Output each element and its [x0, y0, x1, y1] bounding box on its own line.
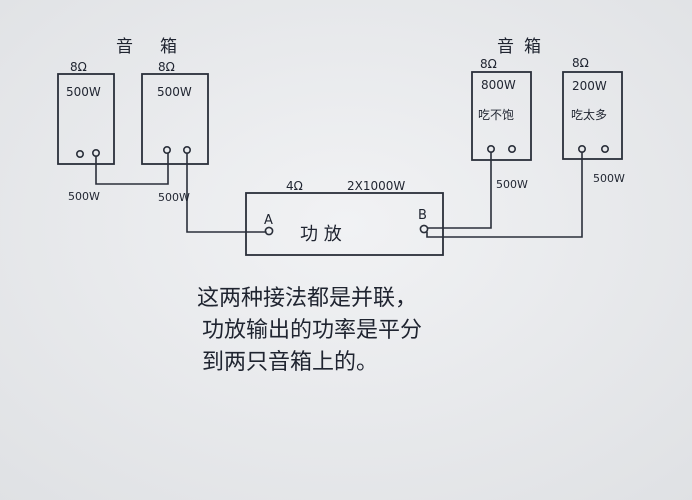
speaker-right-2-impedance: 8Ω	[572, 56, 589, 70]
speaker-right-2-box	[562, 71, 623, 160]
amplifier-rating: 2X1000W	[347, 179, 405, 193]
speaker-right-2-note: 吃太多	[571, 107, 607, 122]
speaker-left-2-power: 500W	[157, 85, 192, 99]
amplifier-impedance: 4Ω	[286, 179, 303, 193]
speaker-right-2: 8Ω 200W 吃太多	[562, 56, 623, 160]
speaker-right-1-box	[471, 71, 532, 161]
left-wire-1	[95, 152, 169, 185]
speaker-right-2-power: 200W	[572, 79, 607, 93]
note-line-1: 这两种接法都是并联，	[197, 286, 417, 311]
right-wire-2	[426, 151, 583, 238]
speaker-left-1-impedance: 8Ω	[70, 60, 87, 74]
amplifier-terminal-b-label: B	[418, 208, 427, 223]
amplifier-terminal-a	[264, 226, 274, 236]
speaker-left-2-terminal-1	[163, 146, 172, 155]
left-group-label-char-2: 箱	[160, 37, 177, 57]
speaker-left-1-box	[57, 73, 115, 165]
amplifier-terminal-b	[419, 224, 429, 234]
speaker-right-1-note: 吃不饱	[478, 107, 514, 122]
speaker-right-1-power: 800W	[481, 78, 516, 92]
right-group-label-char-1: 音	[497, 37, 514, 57]
left-group-label-char-1: 音	[116, 37, 133, 57]
speaker-left-2: 8Ω 500W	[141, 60, 209, 165]
right-group-label-char-2: 箱	[524, 37, 541, 57]
speaker-right-2-terminal-2	[600, 145, 609, 154]
note-line-3: 到两只音箱上的。	[202, 350, 378, 375]
right-wire-label-1: 500W	[496, 178, 528, 191]
right-wire-1	[427, 151, 492, 229]
speaker-right-1-impedance: 8Ω	[480, 57, 497, 71]
speaker-right-1: 8Ω 800W 吃不饱	[471, 57, 532, 161]
amplifier-terminal-a-label: A	[264, 213, 273, 228]
amplifier-box	[245, 192, 444, 256]
speaker-left-1-power: 500W	[66, 85, 101, 99]
speaker-right-1-terminal-2	[507, 145, 516, 154]
speaker-left-2-box	[141, 73, 209, 165]
left-wire-label-2: 500W	[158, 191, 190, 204]
speaker-left-1-terminal-1	[76, 150, 85, 159]
note-line-2: 功放输出的功率是平分	[202, 318, 422, 343]
right-wire-label-2: 500W	[593, 172, 625, 185]
amplifier: 4Ω 2X1000W 功 放 A B	[245, 179, 444, 256]
amplifier-title: 功 放	[300, 224, 342, 245]
speaker-left-2-impedance: 8Ω	[158, 60, 175, 74]
left-wire-label-1: 500W	[68, 190, 100, 203]
left-wire-2	[186, 152, 267, 233]
speaker-left-1: 8Ω 500W	[57, 60, 115, 165]
